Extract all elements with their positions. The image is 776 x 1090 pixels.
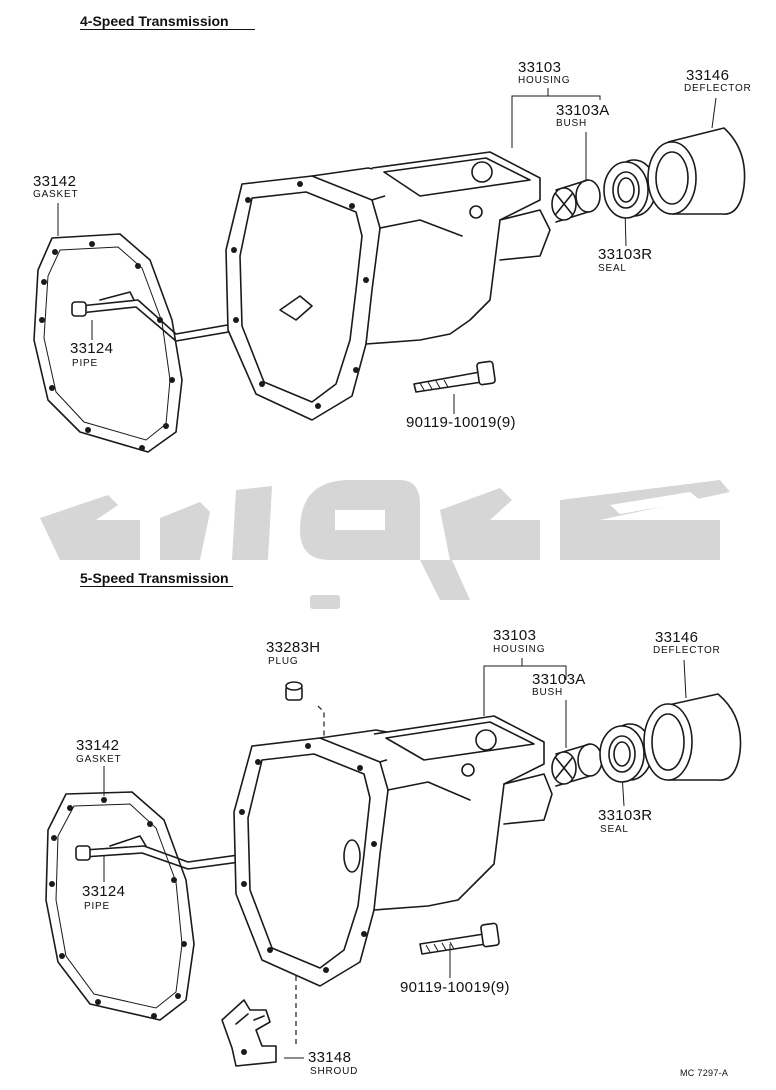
bottom-leader-lines (103, 658, 687, 1059)
part-number-bush-bottom: 33103A (532, 671, 586, 688)
part-name-gasket-top: GASKET (33, 189, 79, 200)
part-number-gasket-top: 33142 (33, 173, 77, 190)
part-name-housing-top: HOUSING (518, 75, 571, 86)
deflector-33146-bottom (643, 693, 742, 781)
plug-33283h (285, 681, 303, 701)
part-number-seal-bottom: 33103R (598, 807, 653, 824)
part-name-deflector-bottom: DEFLECTOR (653, 645, 721, 656)
part-name-seal-bottom: SEAL (600, 824, 629, 835)
part-number-shroud: 33148 (308, 1049, 352, 1066)
part-number-deflector-bottom: 33146 (655, 629, 699, 646)
part-number-seal-top: 33103R (598, 246, 653, 263)
part-number-plug: 33283H (266, 639, 321, 656)
gasket-33142-top (33, 233, 183, 453)
housing-33103-bottom (233, 715, 553, 987)
section-title-5-speed: 5-Speed Transmission (80, 570, 233, 587)
part-number-housing-top: 33103 (518, 59, 562, 76)
part-number-pipe-bottom: 33124 (82, 883, 126, 900)
part-name-plug: PLUG (268, 656, 299, 667)
part-name-housing-bottom: HOUSING (493, 644, 546, 655)
part-number-housing-bottom: 33103 (493, 627, 537, 644)
bolt-90119-bottom (419, 922, 500, 955)
part-number-bush-top: 33103A (556, 102, 610, 119)
deflector-33146-top (647, 127, 746, 215)
part-number-gasket-bottom: 33142 (76, 737, 120, 754)
part-name-deflector-top: DEFLECTOR (684, 83, 752, 94)
part-number-deflector-top: 33146 (686, 67, 730, 84)
bush-33103a-top (551, 179, 601, 223)
housing-33103-top (225, 151, 551, 421)
bush-33103a-bottom (551, 743, 603, 787)
part-number-pipe-top: 33124 (70, 340, 114, 357)
part-name-shroud: SHROUD (310, 1066, 359, 1077)
part-name-bush-top: BUSH (556, 118, 587, 129)
pipe-33124-bottom (75, 835, 263, 870)
plug-guide-line (317, 705, 325, 740)
gasket-33142-bottom (45, 791, 195, 1021)
part-number-bolt-top: 90119-10019(9) (406, 414, 516, 431)
part-name-seal-top: SEAL (598, 263, 627, 274)
watermark-logo (40, 480, 730, 609)
part-number-bolt-bottom: 90119-10019(9) (400, 979, 510, 996)
part-name-gasket-bottom: GASKET (76, 754, 122, 765)
part-name-pipe-bottom: PIPE (84, 901, 110, 912)
shroud-33148 (221, 999, 277, 1067)
figure-code: MC 7297-A (680, 1068, 729, 1078)
part-name-pipe-top: PIPE (72, 358, 98, 369)
bolt-90119-top (413, 360, 496, 393)
section-title-4-speed: 4-Speed Transmission (80, 13, 255, 30)
part-name-bush-bottom: BUSH (532, 687, 563, 698)
